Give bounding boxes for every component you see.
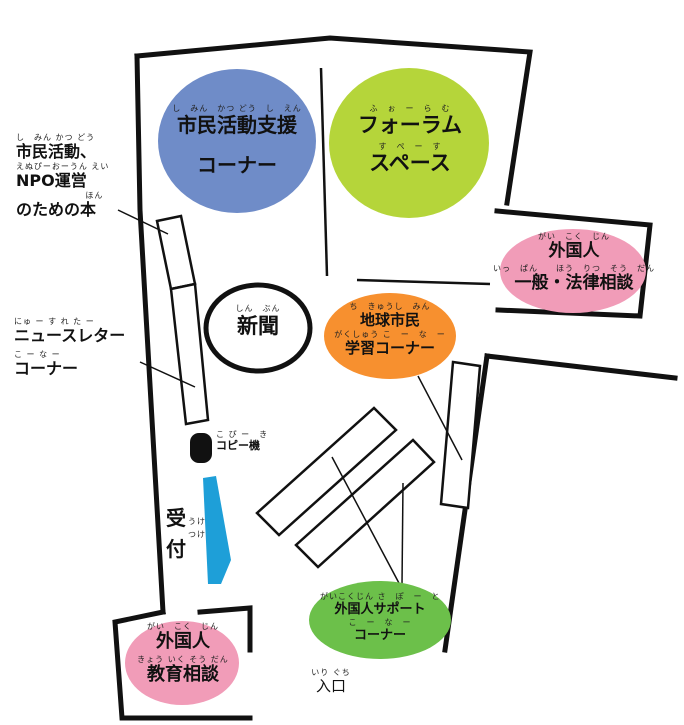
table-2 (294, 438, 436, 569)
shelf-right (439, 360, 482, 510)
label-reception: 受 うけ 付 つけ (166, 506, 206, 561)
leader-global (417, 375, 463, 461)
citizen-support-zone[interactable] (158, 69, 316, 213)
label-entrance: いり ぐち 入口 (311, 668, 351, 695)
wall-bottom-left (112, 609, 253, 721)
foreigner-legal-zone[interactable] (500, 229, 646, 313)
leader-support-1 (331, 456, 401, 586)
label-newspaper: しん ぶん 新聞 (235, 304, 281, 338)
wall-left-top (134, 53, 166, 615)
leader-support-2 (401, 482, 404, 586)
label-npo-books: し みん かつ どう 市民活動、 えぬぴーおーうん えい NPO運営 ほん のた… (16, 133, 110, 219)
partitions (319, 67, 491, 286)
global-learning-zone[interactable] (324, 293, 456, 379)
label-newsletter: にゅ ー す れ た ー ニュースレター こ ー な ー コーナー (14, 317, 126, 378)
shelf-newsletter (169, 282, 210, 426)
table-1 (255, 406, 398, 537)
leader-npo (117, 209, 169, 235)
wall-education-top (197, 605, 253, 653)
partition-vertical (319, 67, 329, 277)
label-foreigner-legal: がい こく じん 外国人 いっ ぱん ほう りつ そう だん 一般・法律相談 (492, 232, 656, 293)
wall-right (484, 353, 678, 381)
leader-lines (117, 209, 463, 586)
forum-zone[interactable] (329, 68, 489, 218)
shelves (155, 214, 482, 569)
shelf-npo-books (155, 214, 197, 291)
partition-horizontal (356, 278, 491, 286)
leader-newsletter (139, 361, 196, 388)
label-global-learning: ち きゅうし みん 地球市民 がくしゅう こ ー な ー 学習コーナー (334, 302, 446, 357)
label-forum: ふ ぉ ー ら む フォーラム す ぺ ー す スペース (357, 104, 463, 175)
reception-counter[interactable] (203, 476, 231, 584)
foreigner-education-zone[interactable] (125, 621, 239, 705)
label-copier: こ ぴ ー き コピー機 (216, 430, 269, 452)
label-foreigner-education: がい こく じん 外国人 きょう いく そう だん 教育相談 (137, 622, 229, 685)
foreigner-support-zone[interactable] (309, 581, 451, 659)
wall-top (134, 35, 533, 206)
copier[interactable] (190, 433, 212, 463)
newspaper-zone[interactable] (203, 282, 313, 374)
label-citizen-support: し みん かつ どう し えん 市民活動支援 コーナー (172, 104, 302, 177)
label-foreigner-support: がいこくじん さ ぽ ー と 外国人サポート こ ー な ー コーナー (320, 592, 441, 643)
